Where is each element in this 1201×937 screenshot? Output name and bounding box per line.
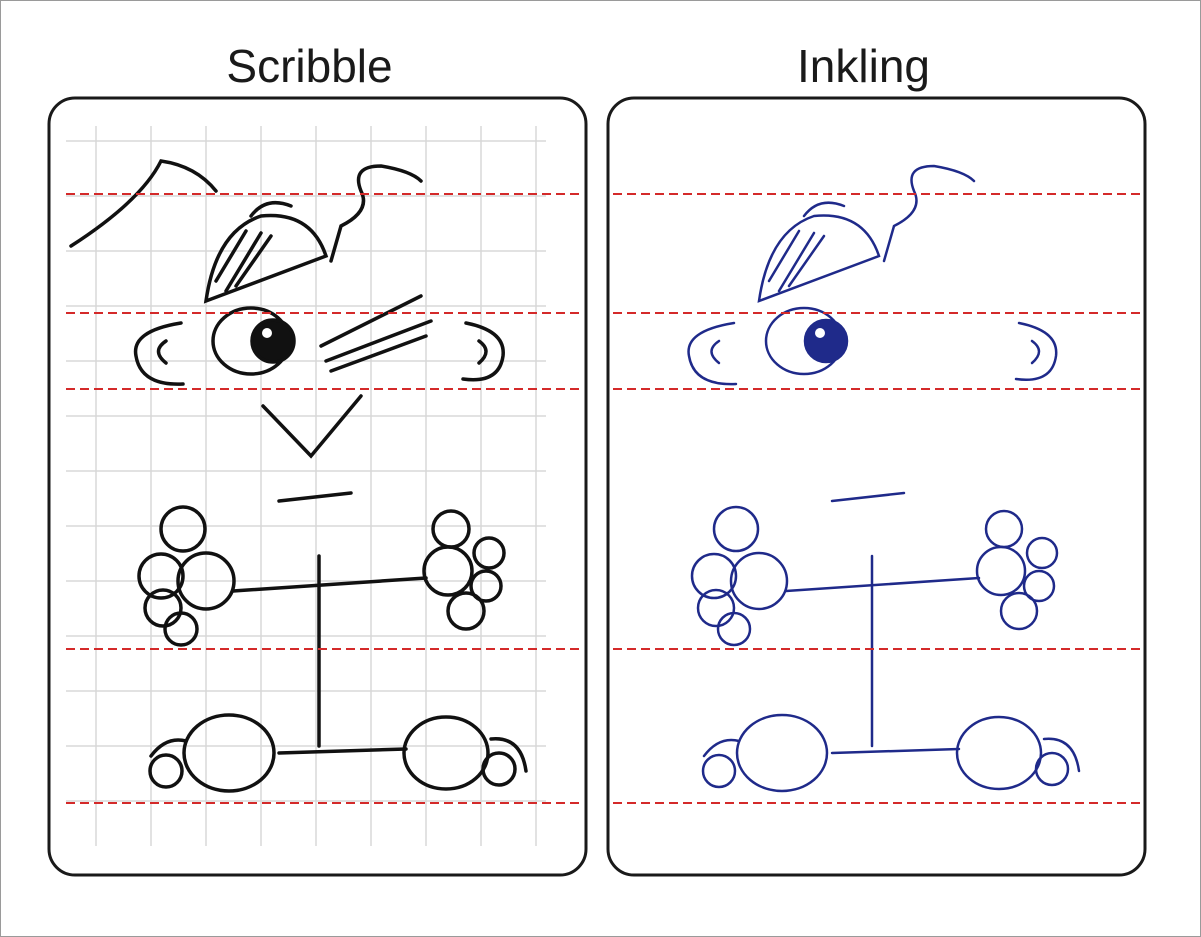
hair-curl (882, 164, 976, 263)
right-ear (1014, 321, 1058, 381)
hand-bubble (690, 552, 738, 600)
left-foot (735, 713, 829, 793)
left-ear (133, 321, 185, 386)
hand-bubble (999, 591, 1039, 631)
hand-bubble (137, 552, 185, 600)
toe (1034, 751, 1070, 787)
hand-bubble (975, 545, 1027, 597)
legs (277, 747, 408, 755)
scribble-panel-frame (47, 96, 588, 877)
cap-button (249, 200, 293, 218)
hand-bubble (422, 545, 474, 597)
left-ear-inner (710, 339, 721, 365)
toe (148, 753, 184, 789)
hand-bubble (176, 551, 236, 611)
left-ear (687, 321, 738, 386)
hand-bubble (163, 611, 199, 647)
inkling-drawing (687, 164, 1081, 793)
mouth (277, 491, 353, 503)
hand-bubble (696, 588, 736, 628)
paper-grid (66, 126, 546, 846)
hair-curl (329, 164, 423, 263)
hand-bubble (1022, 569, 1056, 603)
wink-lines (319, 294, 433, 373)
cap-shading (214, 229, 273, 293)
hand-bubble (729, 551, 789, 611)
toe (702, 738, 741, 758)
toe (701, 753, 737, 789)
pupil (803, 318, 849, 364)
right-ear-inner (1030, 339, 1041, 365)
right-foot (402, 715, 490, 791)
nose (261, 394, 363, 459)
right-ear (461, 321, 505, 382)
hand-bubble (159, 505, 207, 553)
eye-highlight (262, 328, 272, 338)
hand-bubble (984, 509, 1024, 549)
hand-bubble (716, 611, 752, 647)
mouth (830, 491, 906, 503)
inkling-title: Inkling (797, 40, 930, 92)
left-ear-inner (156, 339, 168, 365)
arms (784, 576, 981, 593)
arms (231, 576, 428, 593)
inkling-panel-frame (606, 96, 1147, 877)
cap-button (802, 201, 846, 218)
hand-bubble (143, 588, 183, 628)
background-stroke (69, 159, 218, 248)
pupil (250, 318, 296, 364)
toe (481, 751, 517, 787)
toe (149, 738, 188, 758)
cap-icon (203, 213, 329, 304)
hand-bubble (1025, 536, 1059, 570)
toe (489, 737, 528, 773)
left-foot (182, 713, 276, 793)
toe (1042, 737, 1081, 773)
hand-bubble (431, 509, 471, 549)
hand-bubble (712, 505, 760, 553)
right-ear-inner (477, 339, 488, 365)
hand-bubble (472, 536, 506, 570)
right-foot (955, 715, 1043, 791)
legs (830, 747, 961, 755)
scribble-drawing (69, 159, 528, 793)
guide-lines (66, 193, 1143, 804)
cap-shading (767, 229, 826, 293)
cap-icon (757, 214, 881, 303)
eye-highlight (815, 328, 825, 338)
hand-bubble (446, 591, 486, 631)
hand-bubble (469, 569, 503, 603)
scribble-title: Scribble (226, 40, 393, 92)
